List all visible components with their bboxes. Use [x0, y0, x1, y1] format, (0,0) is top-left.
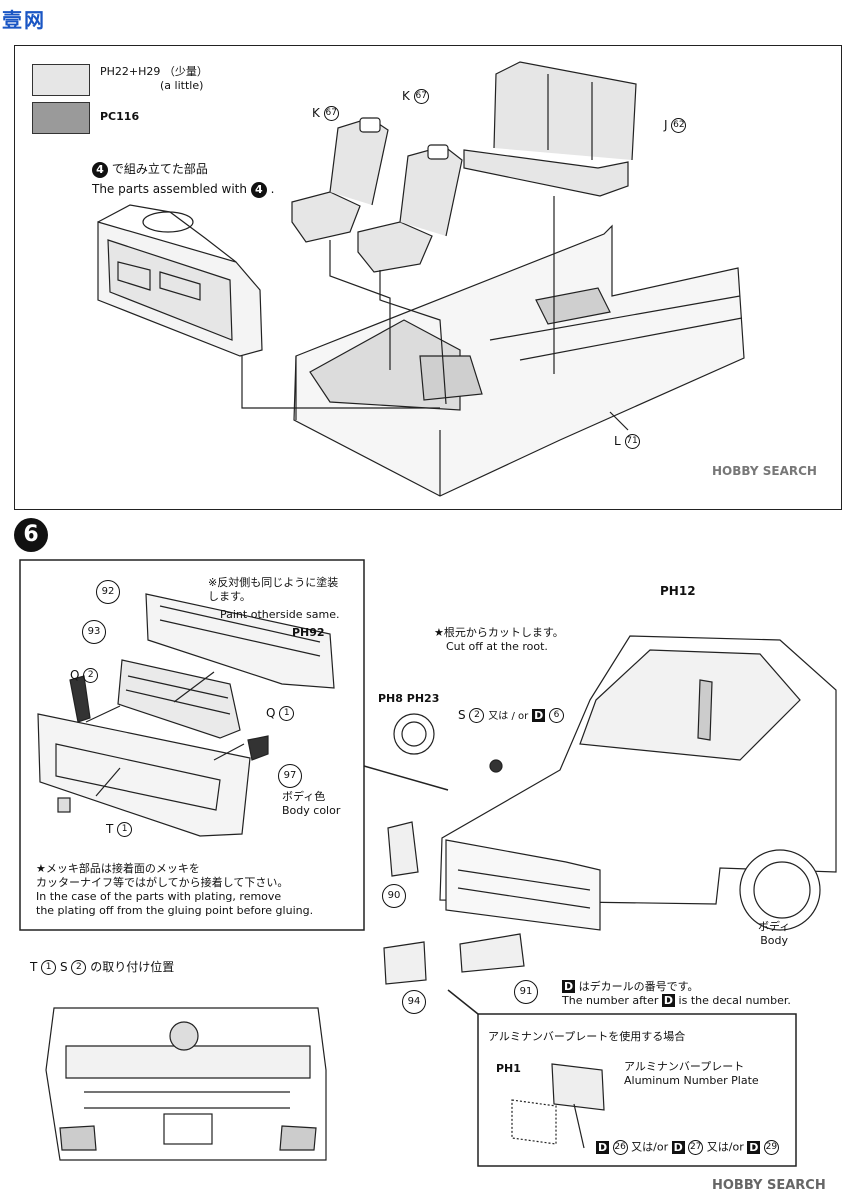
wheel-codes: PH8 PH23: [378, 692, 440, 705]
assembled-en: The parts assembled with: [92, 182, 247, 196]
assembled-jp: で組み立てた部品: [111, 162, 208, 176]
legend-swatch-light: [32, 64, 90, 96]
label-s2-or-d6: S 2 又は / or D 6: [458, 708, 565, 724]
aluminum-decal-options: D 26 又は/or D 27 又は/or D 29: [596, 1140, 779, 1155]
paint-note-en: Paint otherside same.: [220, 608, 340, 621]
plating-note: ★メッキ部品は接着面のメッキを カッターナイフ等ではがしてから接着して下さい。 …: [36, 862, 314, 917]
aluminum-code: PH1: [496, 1062, 521, 1075]
assembled-en-line: The parts assembled with 4 .: [92, 182, 275, 198]
part-92: 92: [96, 580, 120, 604]
ph12-label: PH12: [660, 584, 696, 598]
part-93: 93: [82, 620, 106, 644]
paint-note-jp: ※反対側も同じように塗装します。: [208, 576, 339, 603]
paint-code-ph92: PH92: [292, 626, 325, 639]
legend-code-dark: PC116: [100, 110, 140, 123]
legend-little-jp: （少量）: [163, 65, 208, 78]
step4-badge-2: 4: [250, 182, 267, 198]
legend-swatch-dark: [32, 102, 90, 134]
decal-note: D はデカールの番号です。 The number after D is the …: [562, 980, 791, 1007]
assembled-label: 4 で組み立てた部品: [92, 162, 208, 178]
watermark-logo: 壹网: [2, 4, 74, 34]
legend-code-light-text: PH22+H29: [100, 65, 161, 78]
part-90: 90: [382, 884, 406, 908]
step4-badge: 4: [92, 162, 108, 178]
part-94: 94: [402, 990, 426, 1014]
legend-little-en: (a little): [160, 79, 204, 92]
label-q1: Q 1: [266, 706, 295, 721]
label-t1: T 1: [106, 822, 133, 837]
legend-code-light: PH22+H29 （少量） (a little): [100, 65, 208, 93]
part-label-j62: J 62: [664, 118, 687, 133]
attach-position-label: T 1 S 2 の取り付け位置: [30, 960, 175, 975]
part-91: 91: [514, 980, 538, 1004]
part-label-k67-a: K 67: [312, 106, 339, 121]
watermark-bottom-top: HOBBY SEARCH: [712, 464, 817, 478]
cut-note: ★根元からカットします。Cut off at the root.: [434, 626, 564, 653]
top-section-frame: [14, 45, 842, 510]
part-label-l71: L 71: [614, 434, 640, 449]
watermark-bottom: HOBBY SEARCH: [712, 1178, 826, 1193]
part-label-k67-b: K 67: [402, 89, 429, 104]
label-q2: Q 2: [70, 668, 99, 683]
aluminum-title: アルミナンバープレートを使用する場合: [488, 1030, 686, 1043]
step-6-badge: 6: [14, 518, 48, 552]
part-97: 97: [278, 764, 302, 788]
watermark-text: 壹网: [2, 8, 46, 32]
